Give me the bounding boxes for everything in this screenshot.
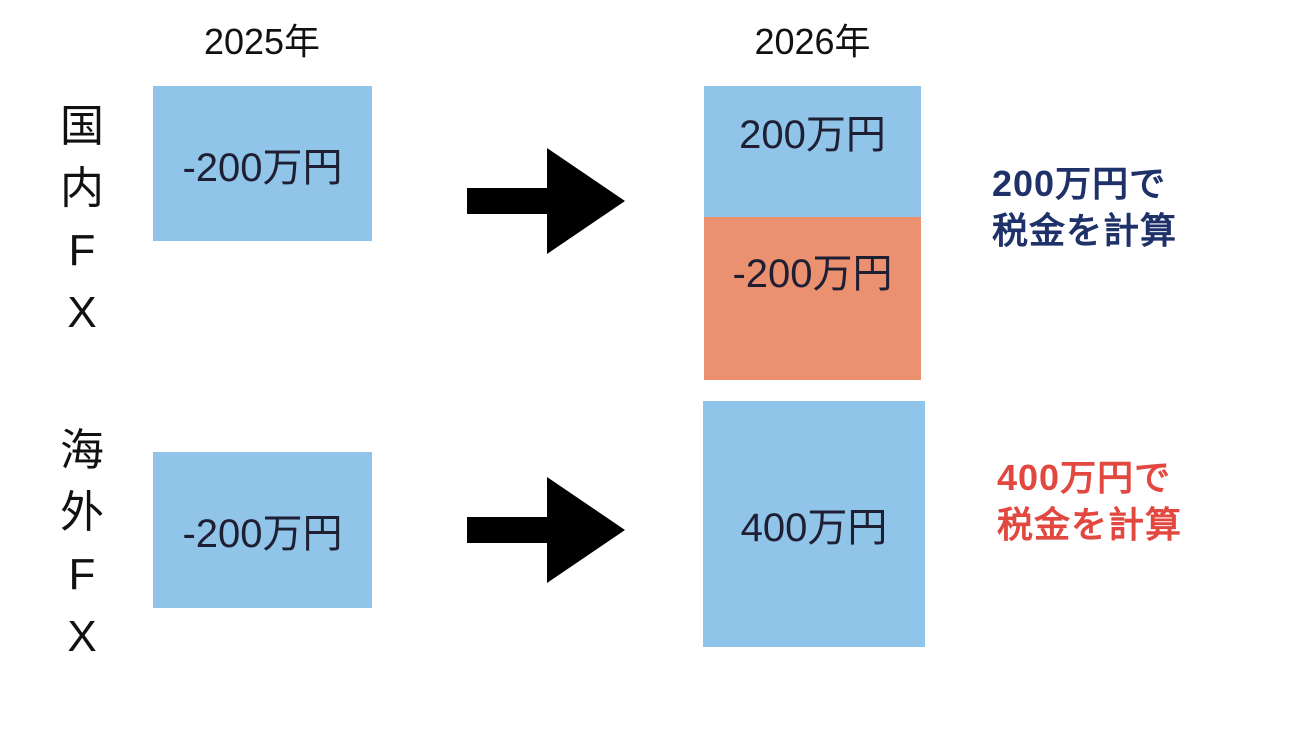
domestic-fx-label-char: F [68,226,96,275]
right-arrow-icon [467,148,625,254]
domestic-tax-annotation: 200万円で 税金を計算 [992,160,1177,254]
domestic-tax-annotation-line2: 税金を計算 [992,210,1178,251]
domestic-fx-label: 国 内 F X [57,96,107,344]
overseas-fx-label: 海 外 F X [57,420,107,668]
overseas-fx-label-char: 外 [60,488,104,537]
overseas-tax-annotation-line2: 税金を計算 [997,504,1183,545]
overseas-2025-loss-box: -200万円 [153,452,372,608]
overseas-tax-annotation-line1: 400万円で [997,457,1172,498]
domestic-2026-profit-segment: 200万円 [704,86,921,217]
overseas-fx-label-char: X [67,612,97,661]
domestic-2026-loss-value: -200万円 [732,252,893,296]
overseas-2026-profit-value: 400万円 [740,506,888,550]
overseas-fx-label-char: 海 [60,426,104,475]
domestic-2026-profit-value: 200万円 [739,113,886,157]
overseas-tax-annotation: 400万円で 税金を計算 [997,454,1182,548]
domestic-2026-loss-segment: -200万円 [704,217,921,380]
year-2025-label: 2025年 [203,21,321,62]
domestic-fx-label-char: X [67,288,97,337]
year-2026-label: 2026年 [754,21,871,62]
domestic-2025-loss-value: -200万円 [182,145,343,190]
overseas-2026-profit-box: 400万円 [703,401,925,647]
overseas-fx-label-char: F [68,550,96,599]
domestic-tax-annotation-line1: 200万円で [992,163,1167,204]
right-arrow-icon [467,477,625,583]
domestic-fx-label-char: 国 [60,102,104,151]
overseas-2025-loss-value: -200万円 [182,512,343,556]
domestic-fx-label-char: 内 [60,164,104,213]
domestic-2026-box: 200万円 -200万円 [704,86,921,380]
domestic-2025-loss-box: -200万円 [153,86,372,241]
